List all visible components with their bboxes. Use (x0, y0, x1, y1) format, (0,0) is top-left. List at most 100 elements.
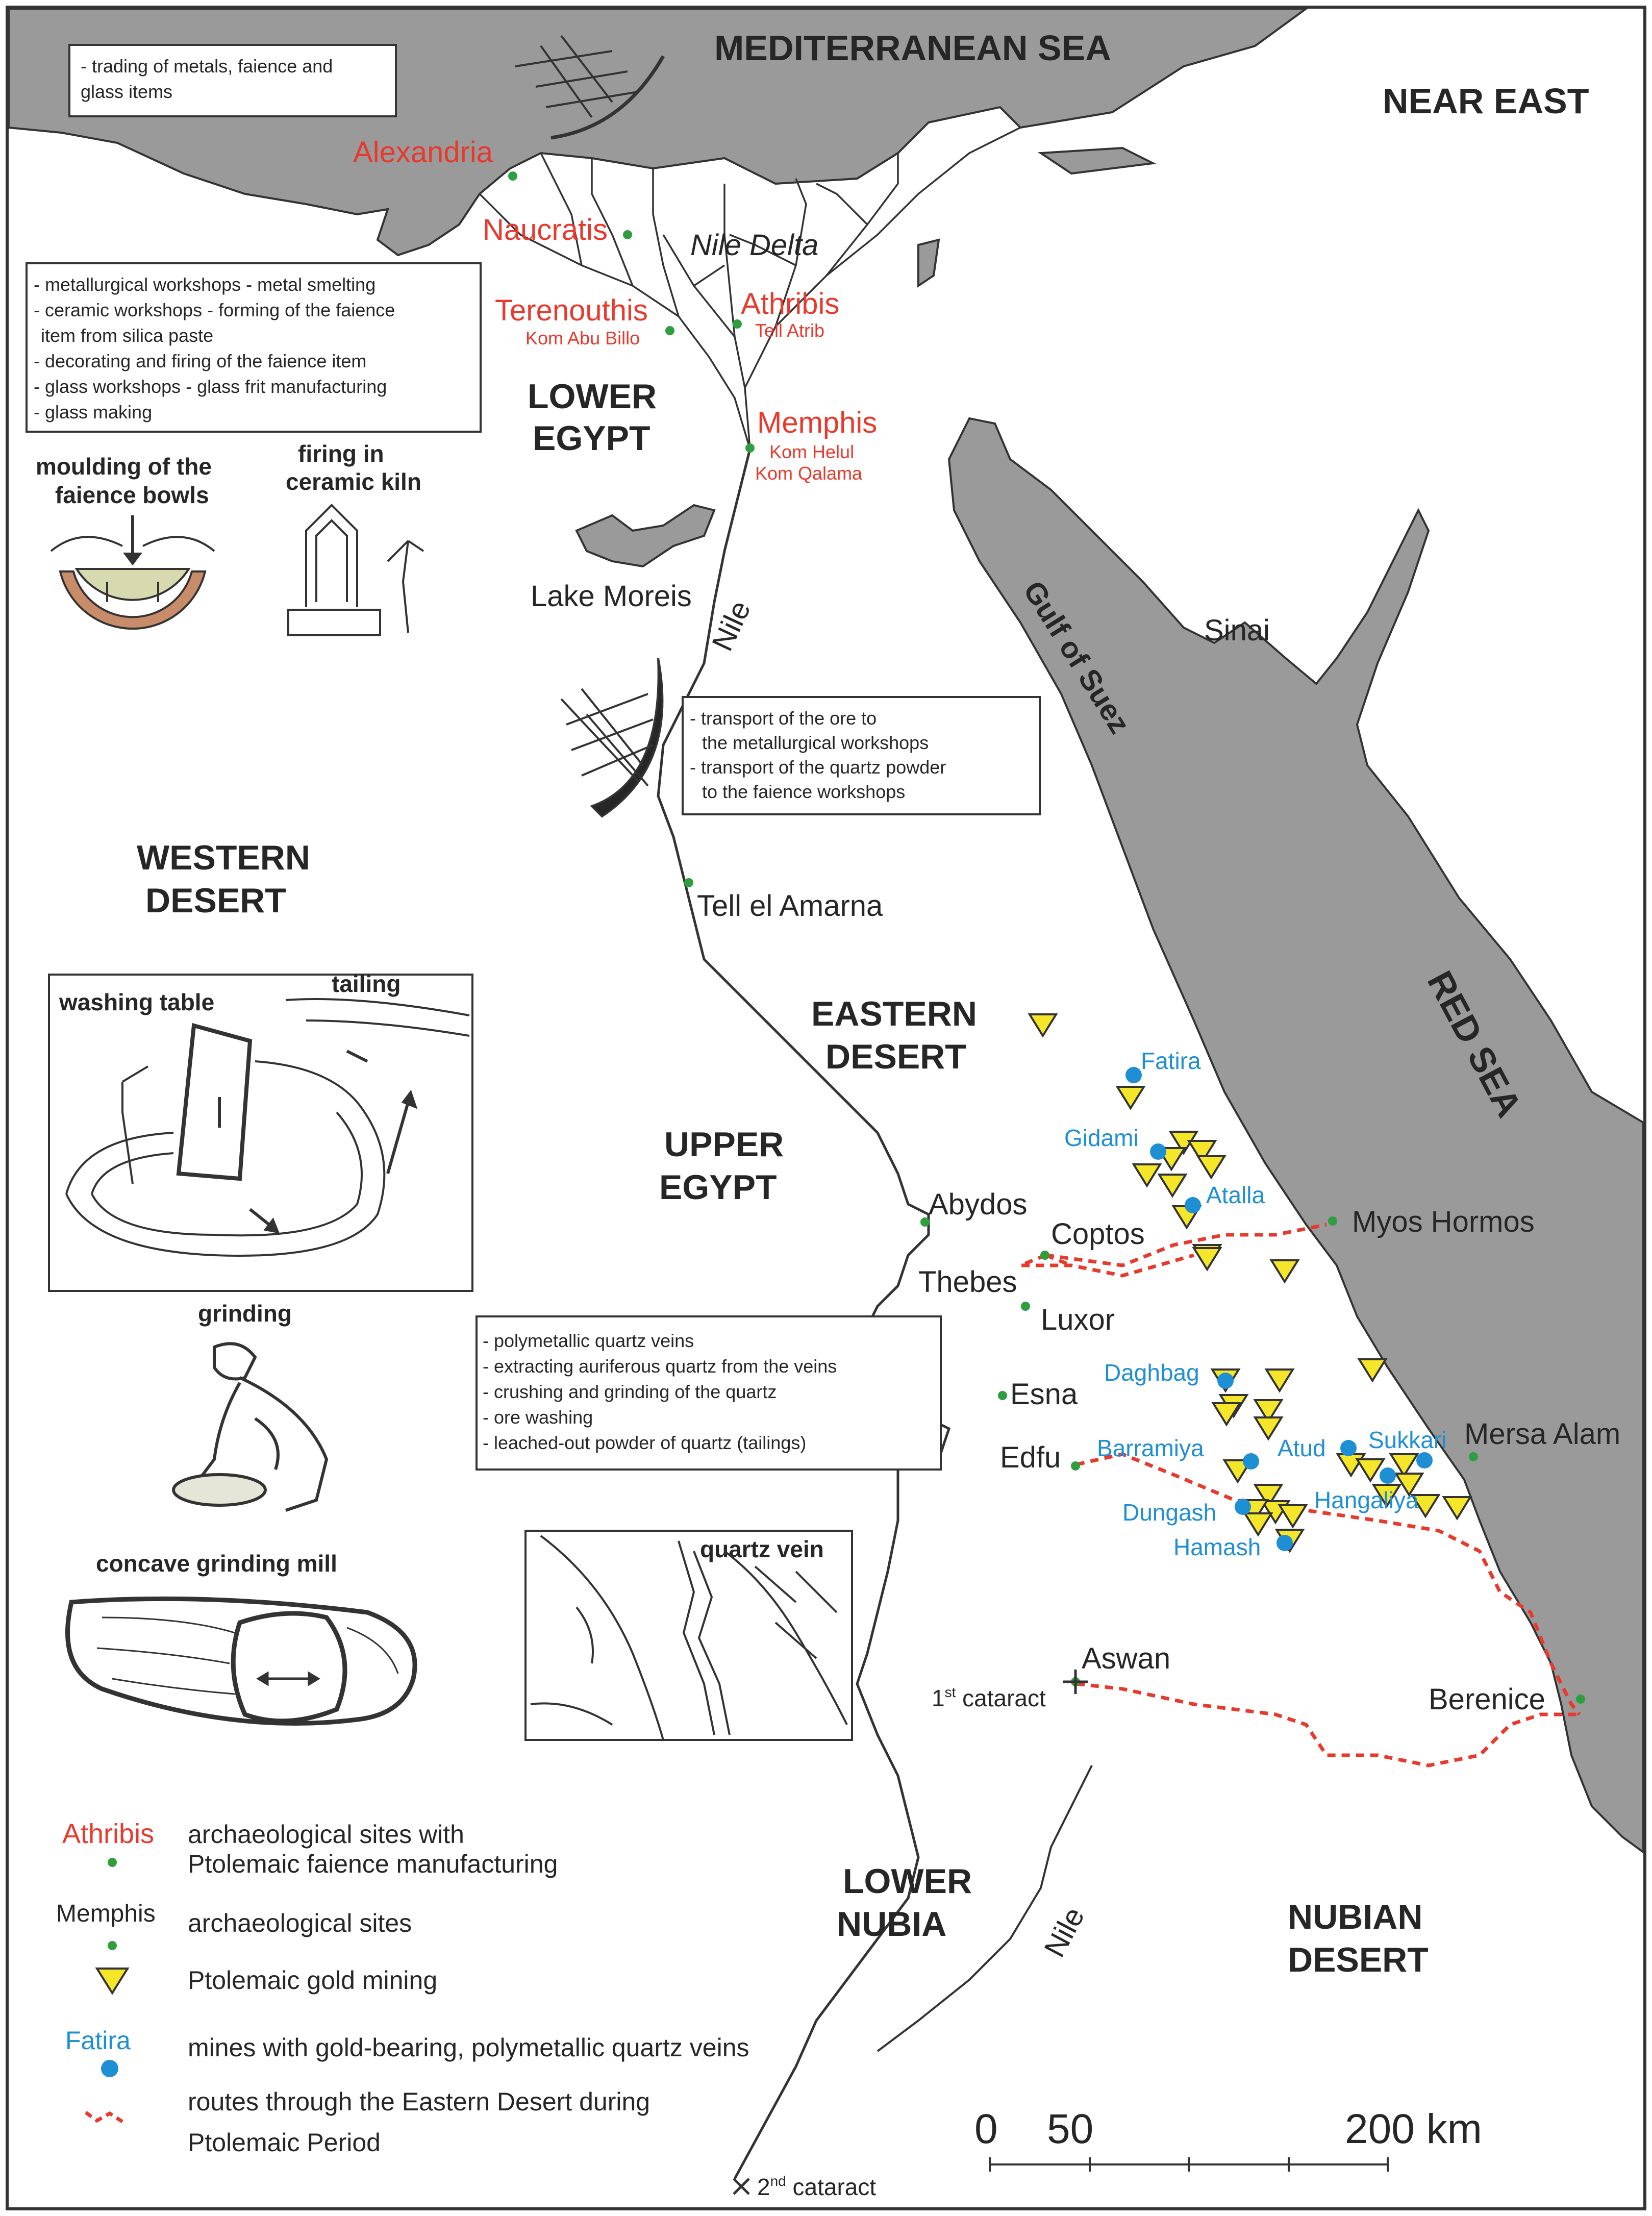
svg-text:glass items: glass items (81, 81, 172, 102)
info-box-trade: - trading of metals, faience and glass i… (68, 44, 397, 117)
label-edfu: Edfu (1000, 1441, 1061, 1474)
nile-delta-branches (479, 127, 1021, 450)
label-sukkari: Sukkari (1368, 1427, 1446, 1453)
label-atalla: Atalla (1206, 1182, 1265, 1208)
label-hangaliya: Hangaliya (1314, 1487, 1419, 1513)
legend-faience-desc-1: archaeological sites with (188, 1820, 464, 1849)
svg-text:- metallurgical workshops - me: - metallurgical workshops - metal smelti… (34, 274, 376, 295)
label-memphis-sub1: Kom Helul (769, 441, 854, 462)
label-lower-nubia-1: LOWER (843, 1862, 972, 1901)
label-western-desert-2: DESERT (145, 881, 286, 920)
svg-text:- leached-out powder of quartz: - leached-out powder of quartz (tailings… (483, 1432, 806, 1453)
legend-route-desc-1: routes through the Eastern Desert during (188, 2087, 650, 2116)
label-esna: Esna (1010, 1378, 1078, 1411)
route-coptos-east (1019, 1253, 1194, 1278)
route-edfu-berenice (1076, 1452, 1581, 1716)
route-coptos-ref (1045, 1253, 1072, 1267)
label-mediterranean-sea: MEDITERRANEAN SEA (714, 28, 1111, 68)
legend-site-example: Memphis (56, 1900, 156, 1927)
label-fatira: Fatira (1141, 1048, 1201, 1074)
title-quartz-vein: quartz vein (700, 1536, 824, 1562)
svg-text:- ceramic workshops - forming: - ceramic workshops - forming of the fai… (34, 300, 395, 320)
label-eastern-desert-1: EASTERN (811, 994, 977, 1033)
kiln-illustration (287, 504, 424, 636)
label-memphis-sub2: Kom Qalama (755, 463, 863, 484)
label-mersa-alam: Mersa Alam (1464, 1417, 1620, 1451)
delta-island (1037, 146, 1157, 175)
delta-lagoon (917, 238, 940, 288)
site-dots (108, 171, 1585, 1950)
svg-text:- transport of the quartz powd: - transport of the quartz powder (690, 757, 946, 778)
legend: Athribis archaeological sites with Ptole… (56, 1819, 749, 2157)
label-dungash: Dungash (1122, 1499, 1216, 1526)
lake-moreis (575, 504, 716, 568)
label-memphis: Memphis (757, 406, 877, 439)
info-box-transport: - transport of the ore to the metallurgi… (682, 696, 1041, 815)
label-luxor: Luxor (1041, 1303, 1115, 1336)
legend-mine-symbol (101, 2060, 118, 2077)
label-daghbag: Daghbag (1104, 1359, 1199, 1386)
legend-route-symbol (84, 2111, 123, 2123)
title-washing-table: washing table (59, 989, 214, 1015)
label-barramiya: Barramiya (1097, 1435, 1204, 1461)
label-sinai: Sinai (1204, 614, 1270, 647)
svg-text:- transport of the ore to: - transport of the ore to (690, 708, 877, 729)
label-aswan: Aswan (1082, 1642, 1170, 1675)
legend-site-desc: archaeological sites (188, 1909, 412, 1937)
label-abydos: Abydos (929, 1188, 1027, 1221)
label-lake-moreis: Lake Moreis (531, 580, 692, 613)
label-atud: Atud (1278, 1435, 1326, 1461)
svg-text:- decorating and firing of the: - decorating and firing of the faience i… (34, 351, 366, 371)
moulding-illustration (50, 515, 215, 630)
second-cataract-mark (733, 2178, 750, 2195)
mine-dots (1125, 1067, 1433, 1551)
legend-gold-symbol (95, 1968, 130, 1995)
label-terenouthis: Terenouthis (495, 294, 648, 327)
scale-label-200: 200 km (1345, 2106, 1482, 2152)
label-nubian-desert-2: DESERT (1288, 1940, 1429, 1979)
legend-faience-desc-2: Ptolemaic faience manufacturing (188, 1850, 558, 1878)
route-aswan-berenice (1076, 1682, 1580, 1767)
grinding-mill-illustration (65, 1596, 417, 1726)
route-coptos-myos-hormos (1045, 1223, 1327, 1267)
svg-text:item from silica paste: item from silica paste (41, 325, 213, 346)
title-moulding-1: moulding of the (36, 453, 212, 480)
label-near-east: NEAR EAST (1383, 81, 1589, 121)
red-sea (947, 417, 1644, 1854)
label-alexandria: Alexandria (353, 136, 493, 169)
label-lower-egypt-1: LOWER (528, 377, 657, 416)
gold-mining-sites (1028, 1013, 1472, 1553)
label-upper-egypt-2: EGYPT (659, 1168, 777, 1207)
label-lower-nubia-2: NUBIA (837, 1905, 946, 1944)
svg-text:- trading of metals, faience a: - trading of metals, faience and (81, 56, 333, 77)
title-grinding-mill: concave grinding mill (96, 1550, 337, 1577)
label-coptos: Coptos (1051, 1217, 1145, 1251)
label-second-cataract: 2nd cataract (757, 2173, 876, 2200)
title-tailing: tailing (332, 970, 401, 997)
svg-text:- crushing and grinding of the: - crushing and grinding of the quartz (483, 1381, 777, 1402)
legend-mine-example: Fatira (65, 2026, 131, 2055)
nile-river (657, 449, 951, 2180)
svg-text:the metallurgical workshops: the metallurgical workshops (702, 732, 929, 753)
quartz-vein-vignette: quartz vein (524, 1530, 853, 1741)
label-berenice: Berenice (1429, 1683, 1545, 1716)
label-hamash: Hamash (1173, 1534, 1261, 1560)
eastern-desert-routes (1019, 1223, 1581, 1767)
legend-mine-desc: mines with gold-bearing, polymetallic qu… (188, 2033, 749, 2062)
label-tell-el-amarna: Tell el Amarna (697, 889, 883, 923)
label-gidami: Gidami (1064, 1125, 1139, 1151)
title-moulding-2: faience bowls (55, 482, 209, 508)
first-cataract-mark (1063, 1670, 1088, 1694)
scale-label-50: 50 (1047, 2106, 1093, 2152)
label-naucratis: Naucratis (483, 213, 608, 246)
svg-text:- polymetallic quartz veins: - polymetallic quartz veins (483, 1330, 694, 1351)
ship-icon (515, 35, 665, 140)
label-athribis: Athribis (741, 287, 839, 320)
svg-text:- extracting auriferous quartz: - extracting auriferous quartz from the … (483, 1356, 837, 1377)
legend-gold-desc: Ptolemaic gold mining (188, 1966, 437, 1995)
label-terenouthis-sub: Kom Abu Billo (525, 328, 640, 348)
info-box-mining: - polymetallic quartz veins - extracting… (475, 1315, 942, 1471)
label-western-desert-1: WESTERN (137, 838, 310, 877)
label-athribis-sub: Tell Atrib (755, 320, 824, 341)
